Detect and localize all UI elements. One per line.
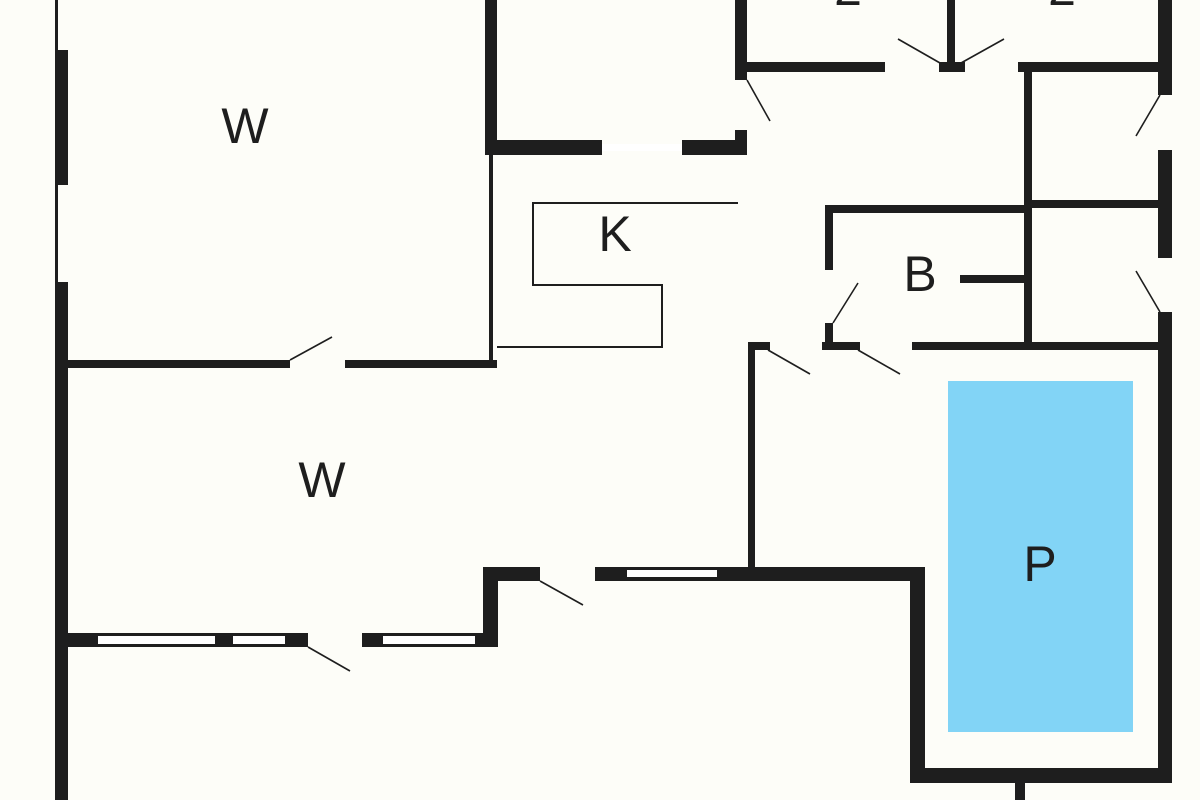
room-label-pool: P [1023,536,1056,592]
room-label-top-left: 2 [834,0,862,16]
room-label-top-right: 2 [1048,0,1076,16]
room-label-living: W [298,452,346,508]
walls [55,0,1172,800]
room-label-kitchen: K [598,206,631,262]
window [602,144,682,151]
pool [948,381,1133,732]
room-label-bathroom: B [903,246,936,302]
door-swings [289,38,1161,672]
kitchen-counter [497,202,738,348]
room-label-upper-left: W [221,98,269,154]
